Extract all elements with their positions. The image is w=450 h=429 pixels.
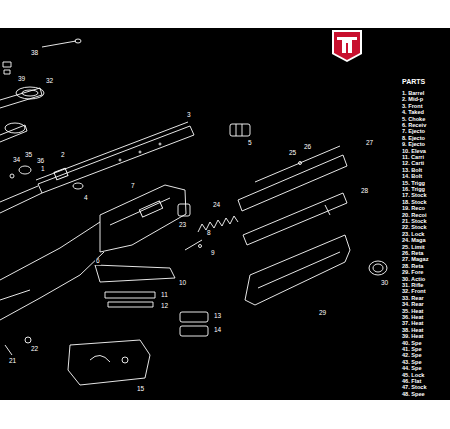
parts-list-item: 9. Ejecto: [401, 142, 426, 148]
callout-number: 8: [206, 230, 212, 237]
callout-number: 22: [30, 346, 39, 353]
callout-number: 28: [360, 188, 369, 195]
parts-list-item: 39. Heat: [401, 334, 424, 340]
callout-number: 35: [24, 152, 33, 159]
callout-number: 30: [380, 280, 389, 287]
callout-number: 36: [36, 158, 45, 165]
callout-number: 3: [186, 112, 192, 119]
callout-number: 38: [30, 50, 39, 57]
parts-list-item: 44. Spe: [401, 366, 423, 372]
parts-list-item: 29. Fore: [401, 270, 424, 276]
parts-list-item: 13. Bolt: [401, 168, 423, 174]
parts-list-item: 7. Ejecto: [401, 129, 426, 135]
parts-list-item: 10. Eleva: [401, 149, 427, 155]
parts-list-item: 16. Trigg: [401, 187, 426, 193]
parts-list-item: 22. Stock: [401, 225, 428, 231]
callout-number: 9: [210, 250, 216, 257]
parts-list-item: 25. Limit: [401, 245, 426, 251]
parts-list-item: 46. Flat: [401, 379, 422, 385]
callout-number: 13: [213, 313, 222, 320]
parts-list-item: 28. Reta: [401, 264, 424, 270]
parts-list-item: 33. Rear: [401, 296, 425, 302]
parts-list-item: 36. Heat: [401, 315, 424, 321]
parts-list-item: 41. Spe: [401, 347, 423, 353]
callout-number: 24: [212, 202, 221, 209]
parts-list-item: 1. Barrel: [401, 91, 425, 97]
callout-number: 10: [178, 280, 187, 287]
parts-list-item: 17. Stock: [401, 193, 428, 199]
parts-list-item: 19. Reco: [401, 206, 426, 212]
parts-list-item: 32. Front: [401, 289, 427, 295]
callout-number: 14: [213, 327, 222, 334]
parts-list-item: 45. Lock: [401, 373, 425, 379]
callout-number: 23: [178, 222, 187, 229]
parts-list-item: 14. Bolt: [401, 174, 423, 180]
parts-list-item: 12. Carti: [401, 161, 425, 167]
callout-number: 29: [318, 310, 327, 317]
parts-list-item: 8. Ejecto: [401, 136, 426, 142]
callout-number: 11: [160, 292, 169, 299]
parts-list-item: 6. Receiv: [401, 123, 427, 129]
gun-parts: [0, 39, 387, 385]
parts-list-item: 3. Front: [401, 104, 424, 110]
callout-number: 15: [136, 386, 145, 393]
parts-list-item: 38. Heat: [401, 328, 424, 334]
callout-number: 26: [303, 144, 312, 151]
callout-number: 4: [83, 195, 89, 202]
callout-number: 39: [17, 76, 26, 83]
parts-list-item: 48. Spee: [401, 392, 426, 398]
parts-list-item: 5. Choke: [401, 117, 426, 123]
callout-number: 21: [8, 358, 17, 365]
logo: [332, 30, 362, 62]
parts-list-item: 26. Reta: [401, 251, 424, 257]
callout-number: 25: [288, 150, 297, 157]
parts-list-item: 40. Spe: [401, 341, 423, 347]
parts-list-item: 23. Lock: [401, 232, 425, 238]
callout-number: 1: [40, 166, 46, 173]
callout-number: 32: [45, 78, 54, 85]
mat-ground: [0, 28, 450, 400]
callout-number: 34: [12, 157, 21, 164]
callout-number: 2: [60, 152, 66, 159]
parts-list-item: 11. Carri: [401, 155, 425, 161]
parts-list-item: 27. Magaz: [401, 257, 429, 263]
callout-number: 27: [365, 140, 374, 147]
parts-list-item: 35. Heat: [401, 309, 424, 315]
callout-number: 6: [95, 258, 101, 265]
parts-list-item: 47. Stock: [401, 385, 428, 391]
parts-list-item: 18. Stock: [401, 200, 428, 206]
callout-number: 12: [160, 303, 169, 310]
parts-list-item: 43. Spe: [401, 360, 423, 366]
parts-heading: PARTS: [401, 78, 426, 85]
parts-list-item: 20. Recoi: [401, 213, 428, 219]
parts-list-item: 2. Mid-p: [401, 97, 424, 103]
callout-number: 5: [247, 140, 253, 147]
parts-list-item: 24. Maga: [401, 238, 427, 244]
parts-list-item: 31. Rifle: [401, 283, 424, 289]
parts-list-item: 34. Rear: [401, 302, 425, 308]
parts-list-item: 37. Heat: [401, 321, 424, 327]
parts-list-item: 15. Trigg: [401, 181, 426, 187]
parts-list-item: 4. Taked: [401, 110, 425, 116]
parts-list-item: 42. Spe: [401, 353, 423, 359]
parts-list-item: 30. Actio: [401, 277, 426, 283]
parts-list-item: 21. Stock: [401, 219, 428, 225]
callout-number: 7: [130, 183, 136, 190]
